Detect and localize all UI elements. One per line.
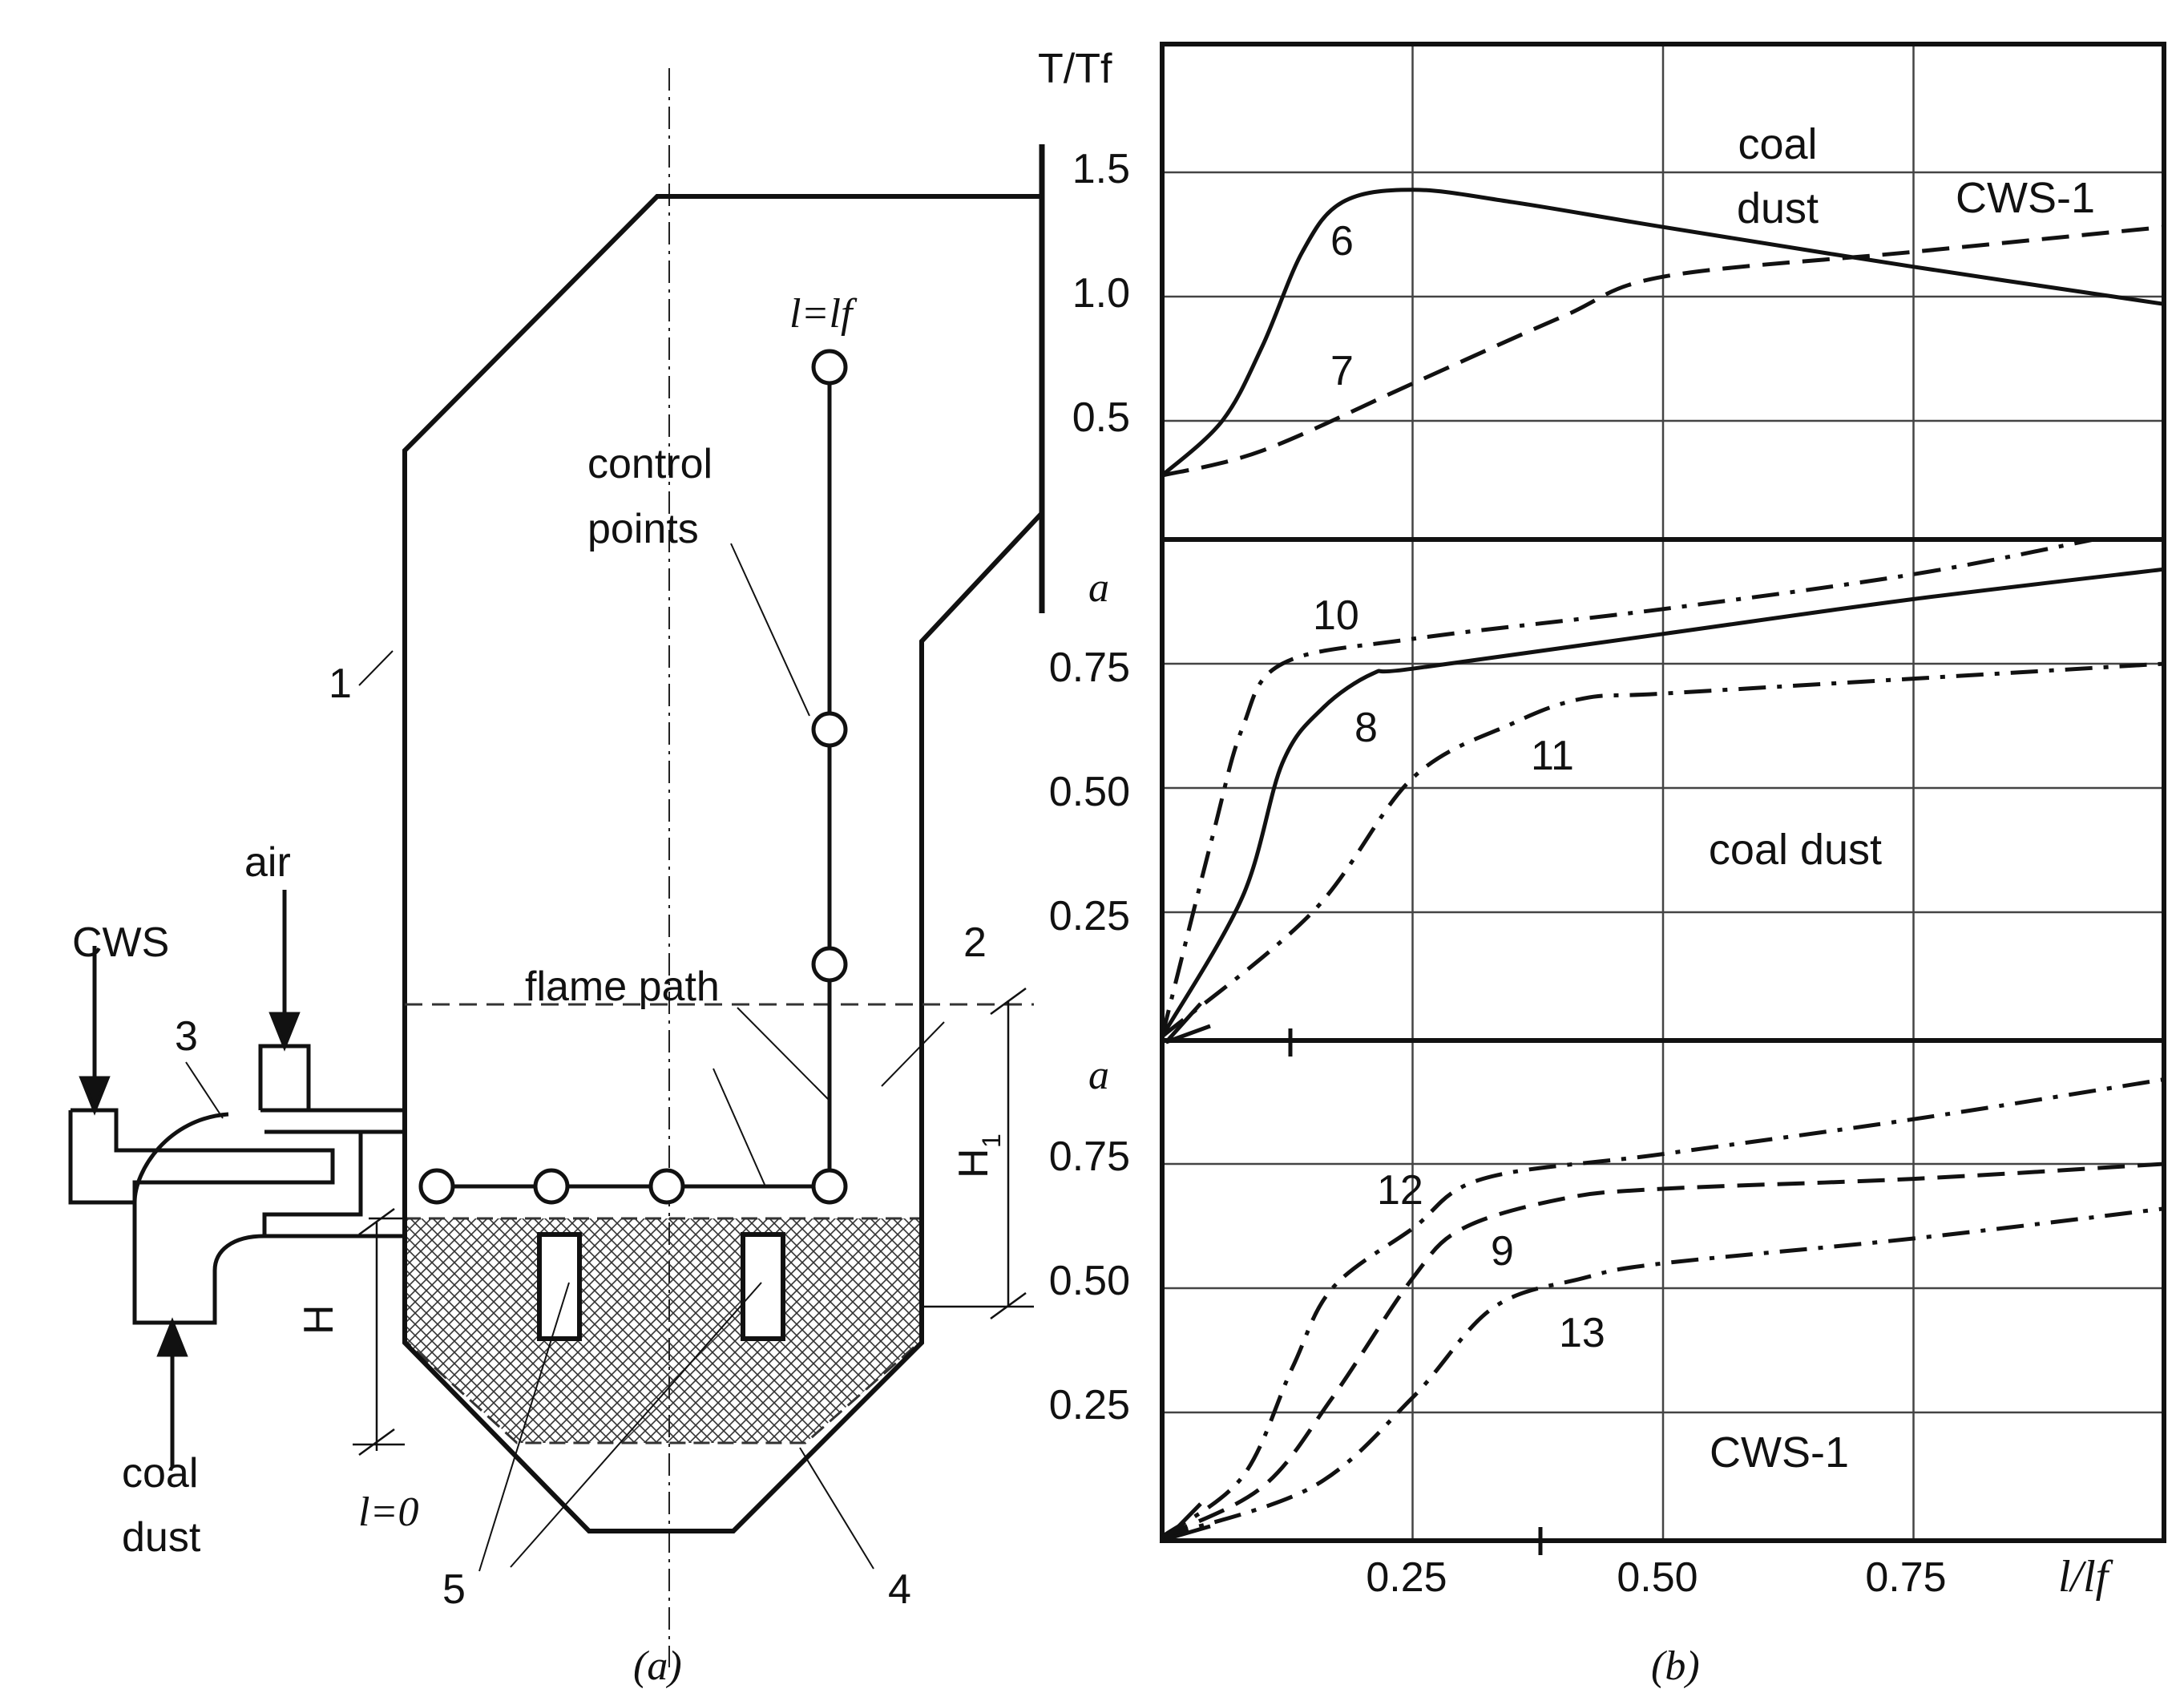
mid-ytick-label: 0.50 — [1049, 769, 1130, 815]
furnace-schematic: CWS air coal dust 3 1 2 5 4 control poin… — [68, 68, 1045, 1689]
curve-label-6: 6 — [1330, 218, 1354, 265]
y-tick-labels: 0.5 1.0 1.5 0.25 0.50 0.75 0.25 0.50 0.7… — [1049, 146, 1130, 1428]
curve-11 — [1161, 661, 2165, 1038]
l-zero-label: l=0 — [358, 1489, 419, 1535]
control-point — [811, 1168, 848, 1205]
label-4: 4 — [888, 1566, 911, 1613]
mid-region-label: coal dust — [1709, 826, 1882, 874]
curve-label-13: 13 — [1559, 1310, 1605, 1356]
air-input-label: air — [244, 839, 291, 886]
bot-ytick-label: 0.75 — [1049, 1133, 1130, 1180]
bot-ylabel: a — [1088, 1053, 1109, 1098]
top-ytick-label: 1.0 — [1072, 270, 1130, 317]
curve-label-10: 10 — [1313, 592, 1359, 639]
chart-frame — [1160, 42, 2166, 1543]
cws-arrow-icon — [79, 1076, 111, 1116]
curve-6 — [1161, 188, 2165, 478]
label-3: 3 — [175, 1013, 198, 1060]
flame-path-line — [437, 365, 832, 1189]
curve-13 — [1161, 1206, 2165, 1539]
burner-assembly — [68, 1044, 407, 1325]
burner-insert-left — [537, 1232, 582, 1341]
top-ytick-label: 1.5 — [1072, 146, 1130, 192]
coal-dust-label-line1: coal — [122, 1450, 198, 1497]
origin-arrow-icon — [1165, 1002, 1211, 1044]
air-arrow-icon — [268, 1012, 301, 1052]
l-end-label: l=lf — [789, 291, 858, 337]
control-point — [811, 349, 848, 386]
x-tick-label: 0.75 — [1865, 1554, 1946, 1601]
bot-region-label: CWS-1 — [1710, 1428, 1849, 1477]
coal-dust-arrow-icon — [156, 1317, 188, 1357]
top-ytick-label: 0.5 — [1072, 394, 1130, 441]
x-tick-label: 0.25 — [1366, 1554, 1447, 1601]
coal-dust-label-line2: dust — [122, 1514, 201, 1561]
mid-ytick-label: 0.25 — [1049, 893, 1130, 939]
top-region-label-cws1: CWS-1 — [1956, 174, 2095, 222]
panel-a-label: (a) — [633, 1643, 682, 1689]
h1-subscript: 1 — [977, 1133, 1006, 1148]
inflow-arrows — [79, 890, 301, 1467]
control-point — [418, 1168, 455, 1205]
curve-7 — [1161, 224, 2165, 478]
fluidized-bed-region — [403, 1217, 923, 1444]
bot-ytick-label: 0.50 — [1049, 1258, 1130, 1304]
cws-input-label: CWS — [72, 919, 169, 966]
x-axis-label: l/lf — [2058, 1552, 2114, 1602]
profile-charts: T/Tf a a 0.5 1.0 1.5 0.25 0.50 0.75 0.25… — [1038, 42, 2166, 1689]
flame-path-label: flame path — [525, 964, 720, 1010]
panel-b-label: (b) — [1651, 1643, 1700, 1689]
curve-label-8: 8 — [1354, 705, 1378, 751]
curve-label-9: 9 — [1491, 1228, 1514, 1275]
control-points-label-line2: points — [587, 506, 699, 552]
curve-12 — [1161, 1077, 2165, 1539]
dimension-lines — [353, 987, 1034, 1457]
h1-dimension-label: H — [951, 1148, 997, 1178]
curve-8 — [1160, 567, 2165, 1038]
label-5: 5 — [442, 1566, 466, 1613]
control-point — [811, 946, 848, 983]
chart-grid — [1160, 42, 2166, 1555]
control-points-label-line1: control — [587, 441, 713, 487]
burner-insert-right — [741, 1232, 785, 1341]
curve-label-7: 7 — [1330, 348, 1354, 394]
top-region-label-dust: dust — [1737, 184, 1819, 232]
top-ylabel: T/Tf — [1038, 46, 1112, 92]
curve-label-11: 11 — [1531, 733, 1574, 779]
mid-ytick-label: 0.75 — [1049, 644, 1130, 691]
h-dimension-label: H — [296, 1304, 342, 1335]
curve-10 — [1160, 537, 2094, 1037]
curve-9 — [1161, 1162, 2165, 1539]
label-2: 2 — [963, 919, 987, 966]
origin-arrow-icon — [1159, 1502, 1211, 1544]
control-point — [811, 711, 848, 748]
mid-ylabel: a — [1088, 565, 1109, 611]
leader-lines — [185, 543, 945, 1572]
x-tick-labels: 0.25 0.50 0.75 l/lf — [1366, 1552, 2113, 1602]
bot-ytick-label: 0.25 — [1049, 1382, 1130, 1428]
control-point — [533, 1168, 570, 1205]
x-tick-label: 0.50 — [1617, 1554, 1698, 1601]
chart-curves — [1159, 188, 2165, 1544]
label-1: 1 — [329, 661, 352, 707]
furnace-wall — [402, 194, 1044, 1533]
curve-label-12: 12 — [1377, 1167, 1423, 1214]
top-region-label-coal: coal — [1738, 120, 1817, 168]
control-point — [648, 1168, 685, 1205]
